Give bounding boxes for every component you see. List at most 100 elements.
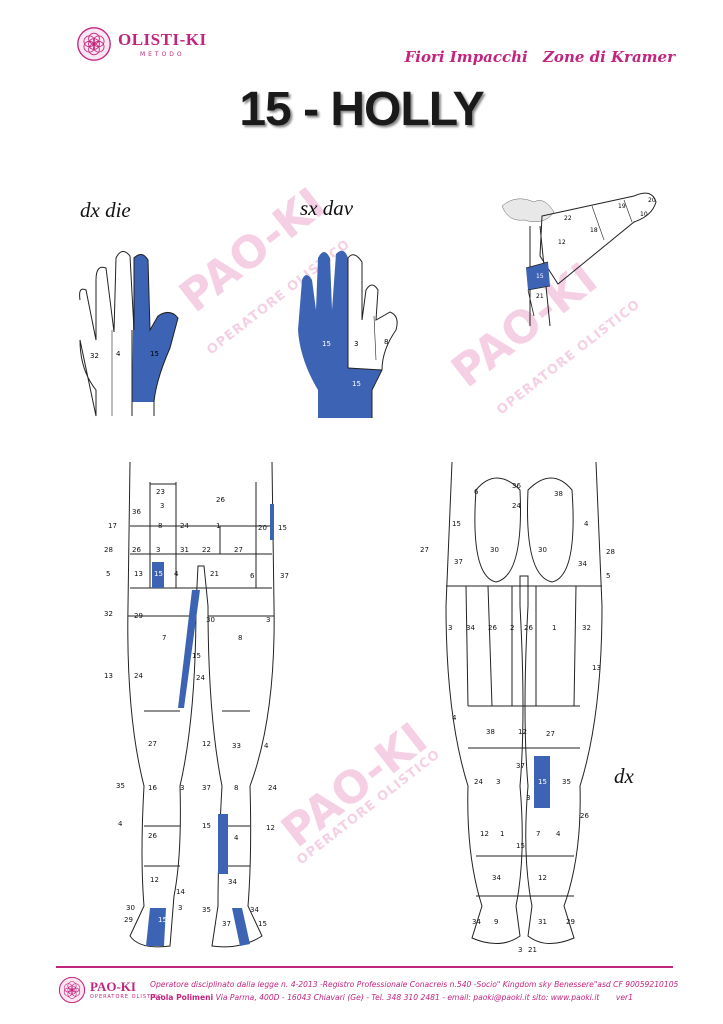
footer-version: ver1: [615, 993, 633, 1002]
zone-label: 4: [584, 520, 589, 528]
zone-label: 20: [648, 197, 656, 204]
zone-15-front-foot-left: [232, 908, 250, 946]
genital-diagram: 22 18 12 19 10 20 15 21: [501, 192, 657, 327]
hand-right-diagram: 32 4 15: [79, 251, 179, 417]
zone-15-front-hip: [270, 504, 274, 540]
brand-logo: OLISTI-KI METODO: [76, 26, 207, 62]
zone-label: 29: [124, 916, 133, 924]
zone-label: 15: [258, 920, 267, 928]
footer-brand-subtitle: OPERATORE OLISTICO: [90, 994, 163, 1000]
zone-15-front-thigh: [178, 590, 200, 708]
zone-label: 24: [268, 784, 277, 792]
topic-kramer: Zone di Kramer: [542, 48, 675, 66]
flower-of-life-icon: [58, 976, 86, 1004]
zone-label: 13: [592, 664, 601, 672]
zone-label: 37: [280, 572, 289, 580]
footer-text: Operatore disciplinato dalla legge n. 4-…: [150, 978, 710, 1004]
zone-label: 4: [264, 742, 269, 750]
zone-label: 26: [524, 624, 533, 632]
zone-label: 7: [536, 830, 540, 838]
zone-label: 30: [206, 616, 215, 624]
zone-label: 37: [454, 558, 463, 566]
front-zone-labels: 23 26 3 36 17 8 24 1 20 15 28 26 3 31 22…: [104, 488, 289, 928]
zone-label: 3: [156, 546, 160, 554]
zone-label: 12: [202, 740, 211, 748]
zone-label: 1: [552, 624, 556, 632]
zone-label: 26: [488, 624, 497, 632]
zone-label: 10: [640, 211, 648, 218]
zone-label: 15: [536, 273, 544, 280]
zone-label: 3: [180, 784, 184, 792]
footer-line-1: Operatore disciplinato dalla legge n. 4-…: [150, 980, 679, 989]
zone-label: 5: [606, 572, 610, 580]
zone-label: 12: [266, 824, 275, 832]
zone-label: 37: [516, 762, 525, 770]
zone-label: 33: [232, 742, 241, 750]
zone-label: 9: [494, 918, 498, 926]
zone-label: 5: [106, 570, 110, 578]
zone-label: 13: [104, 672, 113, 680]
zone-label: 35: [562, 778, 571, 786]
zone-15-palm: [298, 250, 382, 418]
zone-label: 22: [202, 546, 211, 554]
zone-label: 21: [210, 570, 219, 578]
zone-15-thumb: [132, 254, 178, 402]
brand-name: OLISTI-KI: [118, 29, 207, 49]
zone-label: 26: [580, 812, 589, 820]
footer-contacts: Via Parma, 400D - 16043 Chiavari (Ge) - …: [215, 993, 600, 1002]
zone-label: 21: [536, 293, 544, 300]
zone-label: 3: [496, 778, 500, 786]
footer-name: Paola Polimeni: [150, 993, 214, 1002]
zone-label: 15: [516, 842, 525, 850]
zone-label: 20: [258, 524, 267, 532]
zone-label: 31: [180, 546, 189, 554]
zone-label: 3: [178, 904, 182, 912]
hand-left-diagram: 15 3 8 15: [298, 250, 398, 418]
zone-label: 4: [174, 570, 179, 578]
zone-label: 12: [558, 239, 566, 246]
zone-label: 8: [238, 634, 242, 642]
hand-right-label: dx die: [80, 198, 131, 222]
zone-label: 30: [126, 904, 135, 912]
zone-label: 15: [202, 822, 211, 830]
zone-label: 6: [250, 572, 255, 580]
zone-label: 28: [104, 546, 113, 554]
zone-label: 22: [564, 215, 572, 222]
zone-label: 15: [538, 778, 547, 786]
zone-label: 34: [578, 560, 587, 568]
zone-label: 32: [104, 610, 113, 618]
zone-label: 7: [162, 634, 166, 642]
zone-label: 2: [510, 624, 514, 632]
zone-label: 4: [234, 834, 239, 842]
zone-15-front-foot-right: [146, 908, 166, 946]
zone-label: 12: [518, 728, 527, 736]
zone-label: 14: [176, 888, 185, 896]
zone-label: 38: [554, 490, 563, 498]
zone-label: 15: [154, 570, 163, 578]
zone-label: 26: [132, 546, 141, 554]
zone-label: 24: [512, 502, 521, 510]
zone-label: 32: [90, 352, 99, 360]
zone-label: 4: [556, 830, 561, 838]
zone-label: 17: [108, 522, 117, 530]
zone-label: 3: [160, 502, 164, 510]
hand-left-label: sx dav: [300, 196, 354, 220]
back-zone-labels: 36 6 38 24 15 4 27 30 30 28 37 34 5 3 34…: [420, 482, 615, 954]
zone-label: 29: [134, 612, 143, 620]
zone-label: 34: [250, 906, 259, 914]
zone-15-front-shin: [218, 814, 228, 874]
zone-label: 8: [234, 784, 238, 792]
zone-label: 3: [526, 794, 530, 802]
topic-flowers: Fiori Impacchi: [404, 48, 528, 66]
zone-label: 1: [500, 830, 504, 838]
zone-label: 27: [234, 546, 243, 554]
zone-label: 26: [216, 496, 225, 504]
zone-label: 3: [448, 624, 452, 632]
zone-label: 37: [202, 784, 211, 792]
zone-label: 8: [384, 338, 388, 346]
zone-15-back-calf: [534, 756, 550, 808]
zone-label: 34: [466, 624, 475, 632]
zone-label: 3: [354, 340, 358, 348]
zone-label: 30: [538, 546, 547, 554]
zone-label: 24: [180, 522, 189, 530]
